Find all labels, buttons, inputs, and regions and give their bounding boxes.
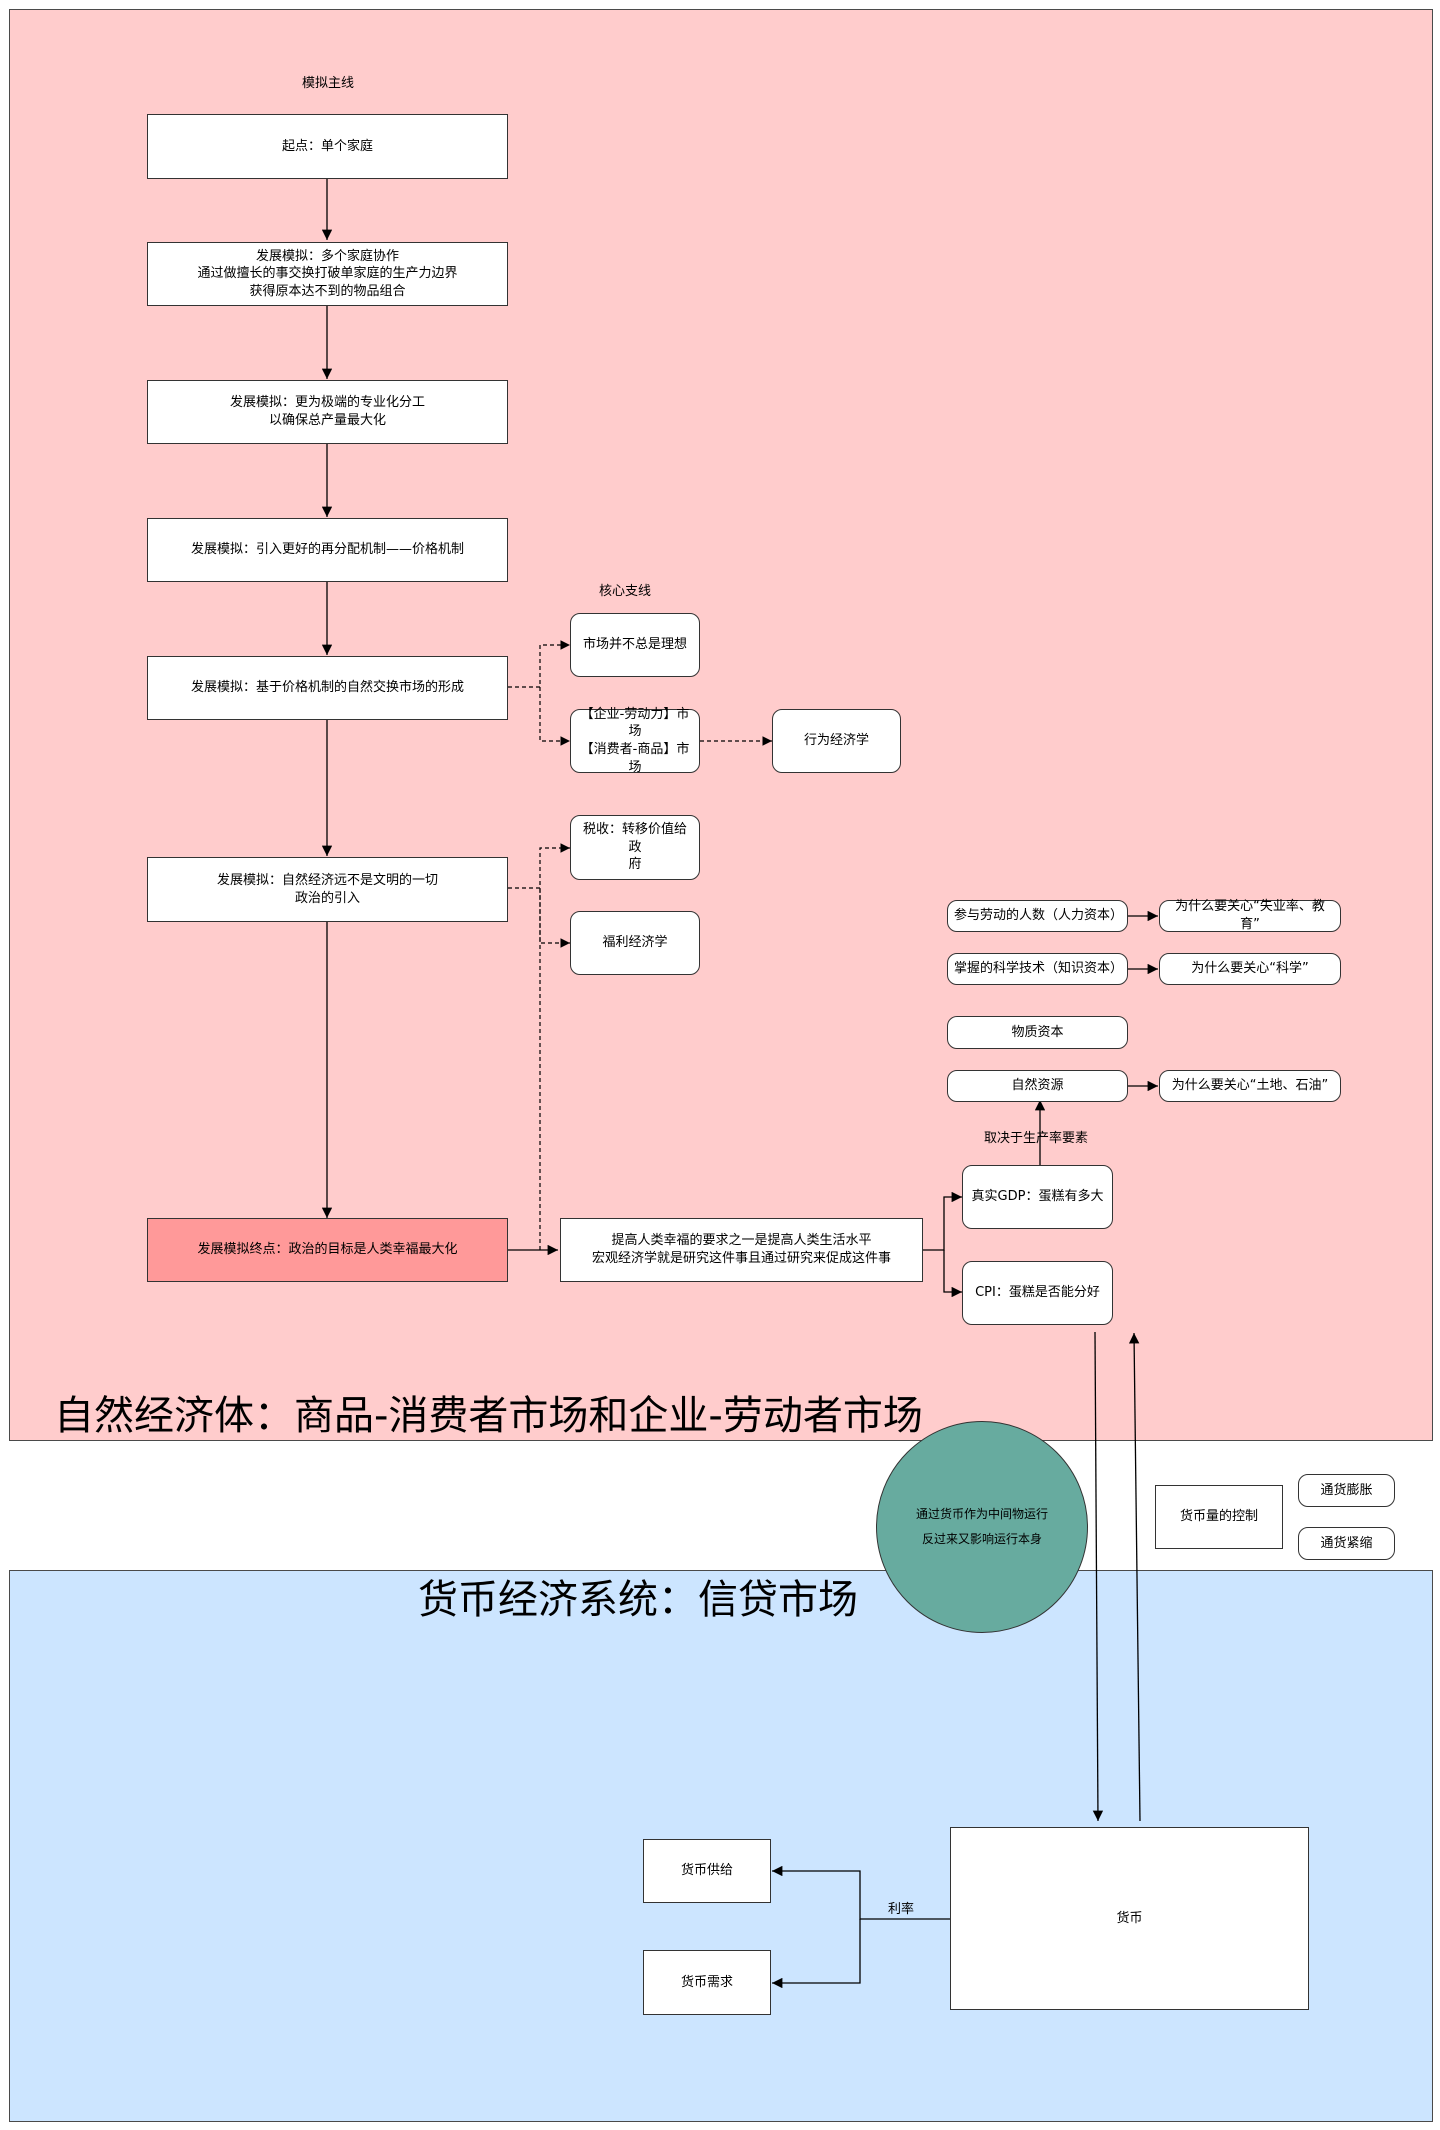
core-branch-label: 核心支线	[599, 584, 652, 599]
step-price-mechanism-node[interactable]: 发展模拟：引入更好的再分配机制——价格机制	[147, 518, 508, 582]
welfare-economics-node[interactable]: 福利经济学	[570, 911, 700, 975]
market-not-ideal-node[interactable]: 市场并不总是理想	[570, 613, 700, 677]
natural-economy-title: 自然经济体：商品-消费者市场和企业-劳动者市场	[54, 1393, 923, 1439]
interest-rate-label: 利率	[888, 1902, 915, 1917]
labor-participation-node[interactable]: 参与劳动的人数（人力资本）	[947, 900, 1128, 932]
step-market-formation-node[interactable]: 发展模拟：基于价格机制的自然交换市场的形成	[147, 656, 508, 720]
why-resources-node[interactable]: 为什么要关心“土地、石油”	[1159, 1070, 1341, 1102]
monetary-system-title: 货币经济系统：信贷市场	[418, 1577, 858, 1623]
production-factors-label: 取决于生产率要素	[984, 1131, 1089, 1146]
money-node[interactable]: 货币	[950, 1827, 1309, 2010]
money-demand-node[interactable]: 货币需求	[643, 1950, 771, 2015]
living-standard-node[interactable]: 提高人类幸福的要求之一是提高人类生活水平 宏观经济学就是研究这件事且通过研究来促…	[560, 1218, 923, 1282]
natural-resources-node[interactable]: 自然资源	[947, 1070, 1128, 1102]
money-supply-node[interactable]: 货币供给	[643, 1839, 771, 1903]
science-tech-node[interactable]: 掌握的科学技术（知识资本）	[947, 953, 1128, 985]
markets-node[interactable]: 【企业-劳动力】市场 【消费者-商品】市场	[570, 707, 700, 775]
money-control-node[interactable]: 货币量的控制	[1155, 1485, 1283, 1549]
step-multi-household-node[interactable]: 发展模拟：多个家庭协作 通过做擅长的事交换打破单家庭的生产力边界 获得原本达不到…	[147, 242, 508, 306]
money-medium-circle[interactable]: 通过货币作为中间物运行 反过来又影响运行本身	[876, 1421, 1088, 1633]
why-labor-node[interactable]: 为什么要关心“失业率、教育”	[1159, 899, 1341, 932]
inflation-node[interactable]: 通货膨胀	[1298, 1474, 1395, 1507]
physical-capital-node[interactable]: 物质资本	[947, 1016, 1128, 1049]
real-gdp-node[interactable]: 真实GDP：蛋糕有多大	[962, 1165, 1113, 1229]
cpi-node[interactable]: CPI：蛋糕是否能分好	[962, 1261, 1113, 1325]
start-node[interactable]: 起点：单个家庭	[147, 114, 508, 179]
deflation-node[interactable]: 通货紧缩	[1298, 1527, 1395, 1560]
step-politics-node[interactable]: 发展模拟：自然经济远不是文明的一切 政治的引入	[147, 857, 508, 922]
tax-node[interactable]: 税收：转移价值给政 府	[570, 815, 700, 880]
behavioral-economics-node[interactable]: 行为经济学	[772, 709, 901, 773]
step-specialization-node[interactable]: 发展模拟：更为极端的专业化分工 以确保总产量最大化	[147, 380, 508, 444]
why-science-node[interactable]: 为什么要关心“科学”	[1159, 953, 1341, 985]
end-node[interactable]: 发展模拟终点：政治的目标是人类幸福最大化	[147, 1218, 508, 1282]
main-line-label: 模拟主线	[302, 76, 355, 91]
